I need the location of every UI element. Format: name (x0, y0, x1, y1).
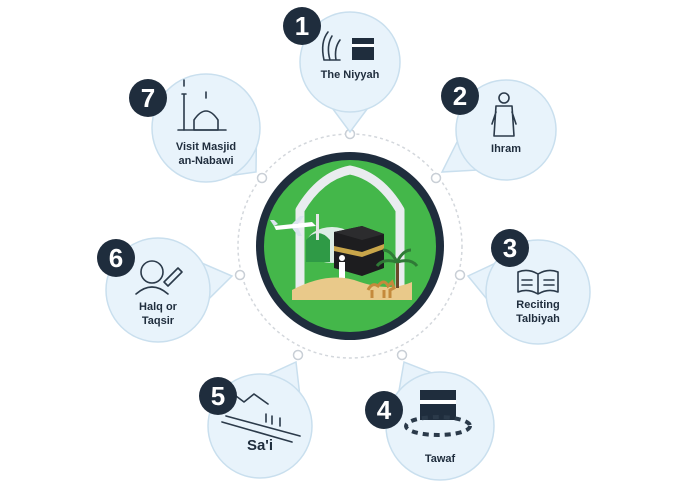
step-number-badge: 6 (97, 239, 135, 277)
step-number-badge: 5 (199, 377, 237, 415)
step-number-badge: 4 (365, 391, 403, 429)
mosque-icon (177, 79, 227, 131)
center-illustration (256, 152, 444, 340)
svg-text:6: 6 (109, 243, 123, 273)
step-label: Sa'i (247, 437, 273, 454)
step-label: Talbiyah (516, 313, 560, 325)
pilgrim-icon (491, 92, 517, 137)
step-bubble-7: Visit Masjid an-Nabawi 7 (129, 73, 261, 183)
svg-text:2: 2 (453, 81, 467, 111)
svg-text:4: 4 (377, 395, 392, 425)
step-number-badge: 7 (129, 79, 167, 117)
step-number-badge: 1 (283, 7, 321, 45)
praying-hands-kaaba-icon (321, 31, 374, 61)
step-label: Ihram (491, 143, 521, 155)
svg-text:3: 3 (503, 233, 517, 263)
step-number-badge: 3 (491, 229, 529, 267)
step-bubble-6: Halq or Taqsir 6 (97, 237, 234, 343)
step-label: an-Nabawi (178, 155, 233, 167)
step-label: The Niyyah (321, 69, 380, 81)
step-bubble-1: The Niyyah 1 (283, 7, 401, 134)
step-label: Reciting (516, 299, 559, 311)
orbit-ring (237, 133, 463, 359)
step-label: Taqsir (142, 315, 175, 327)
step-bubble-4: Tawaf 4 (365, 360, 495, 481)
kaaba-circling-icon (404, 390, 472, 437)
step-label: Tawaf (425, 453, 456, 465)
svg-text:5: 5 (211, 381, 225, 411)
svg-text:7: 7 (141, 83, 155, 113)
step-number-badge: 2 (441, 77, 479, 115)
step-bubble-2: Ihram 2 (440, 77, 557, 181)
svg-text:1: 1 (295, 11, 309, 41)
step-label: Halq or (139, 301, 178, 313)
open-book-icon (517, 269, 559, 295)
orbit-dots (234, 128, 466, 361)
step-bubble-5: Sa'i 5 (199, 360, 313, 479)
shaving-icon (135, 260, 183, 295)
step-label: Visit Masjid (176, 141, 236, 153)
